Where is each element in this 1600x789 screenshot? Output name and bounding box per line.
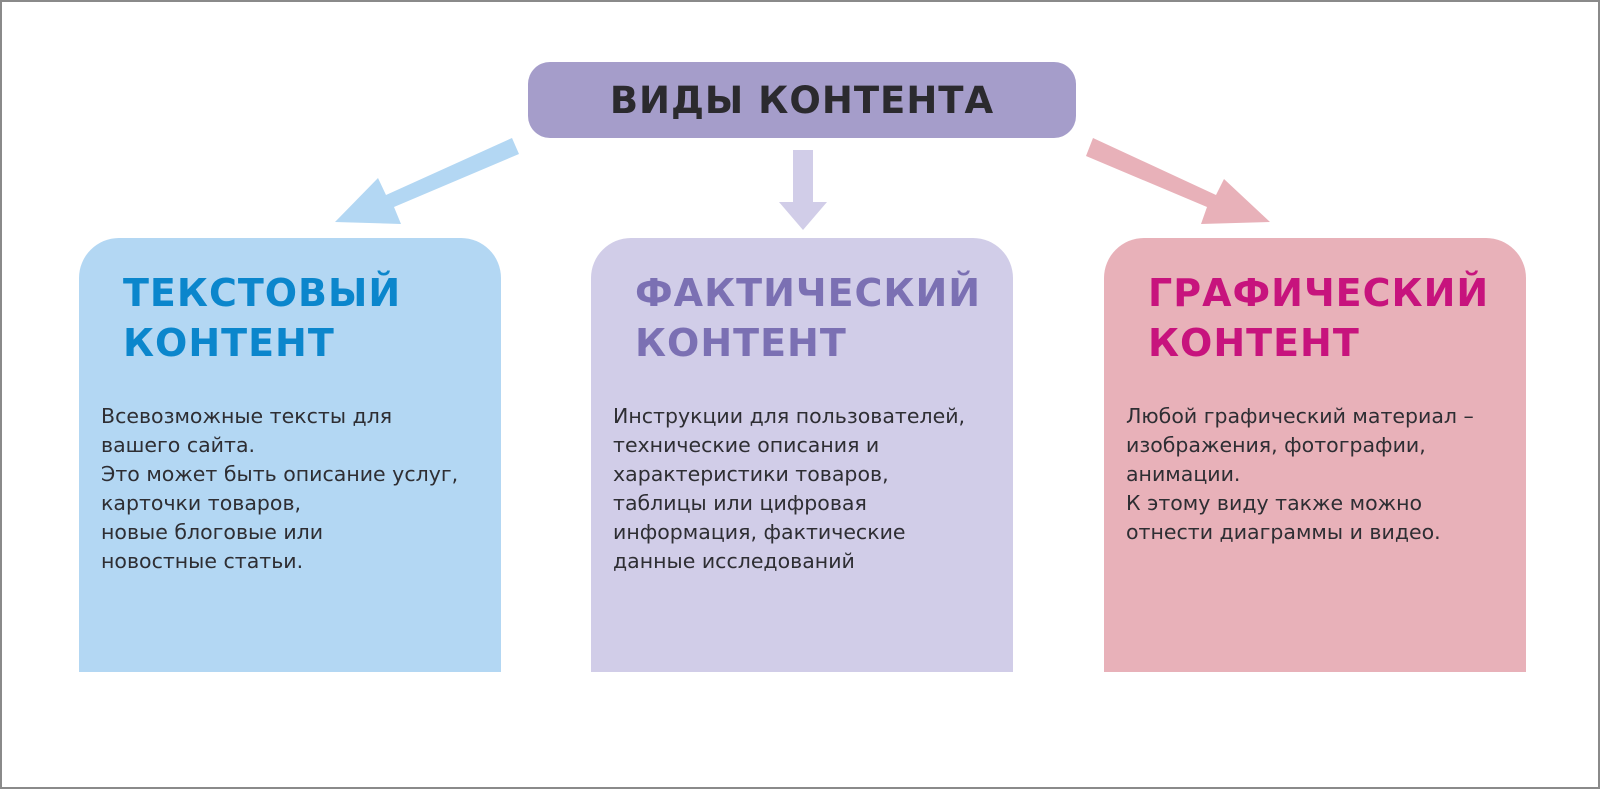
card-description: Инструкции для пользователей, технически… [613, 404, 966, 573]
arrow-right-icon [1086, 138, 1270, 224]
card-heading: ФАКТИЧЕСКИЙ КОНТЕНТ [635, 271, 982, 365]
diagram-title: ВИДЫ КОНТЕНТА [609, 78, 995, 122]
card-factual-content: ФАКТИЧЕСКИЙ КОНТЕНТ Инструкции для польз… [591, 238, 1013, 672]
title-box: ВИДЫ КОНТЕНТА [528, 62, 1076, 138]
arrow-down-icon [779, 150, 827, 230]
card-text-content: ТЕКСТОВЫЙ КОНТЕНТ Всевозможные тексты дл… [79, 238, 501, 672]
card-description: Всевозможные тексты для вашего сайта. Эт… [101, 404, 459, 573]
card-graphic-content: ГРАФИЧЕСКИЙ КОНТЕНТ Любой графический ма… [1104, 238, 1526, 672]
card-description: Любой графический материал – изображения… [1126, 404, 1474, 544]
card-heading: ГРАФИЧЕСКИЙ КОНТЕНТ [1148, 271, 1490, 365]
arrow-left-icon [335, 138, 519, 224]
card-heading: ТЕКСТОВЫЙ КОНТЕНТ [123, 271, 402, 365]
